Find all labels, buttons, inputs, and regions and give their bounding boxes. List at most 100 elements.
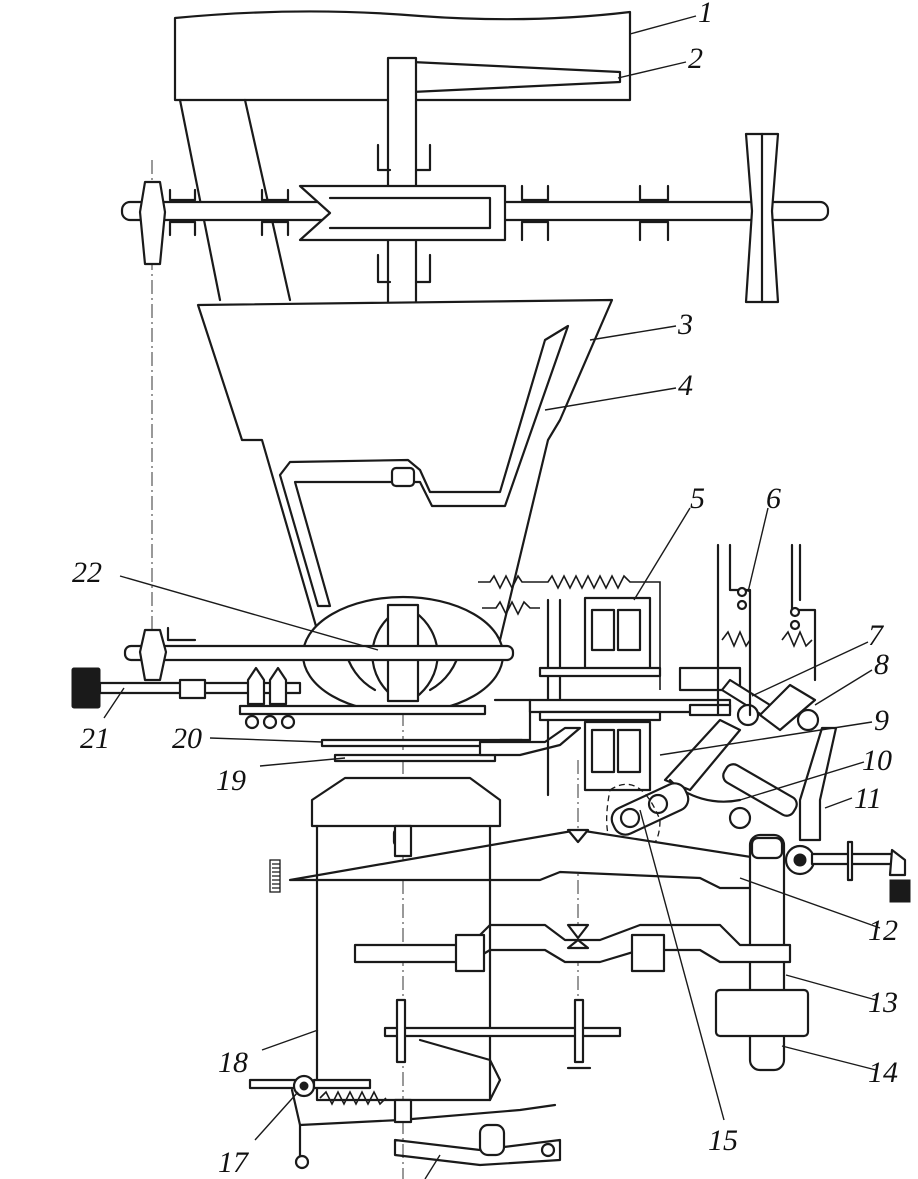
latch-lever-8: [758, 683, 817, 732]
label-21: 21: [80, 722, 110, 755]
knife-edge: [566, 938, 590, 950]
label-2: 2: [688, 42, 703, 75]
bearing-mark: [414, 143, 432, 172]
disc-19: [333, 753, 497, 763]
leader-2: [617, 61, 687, 79]
spring: [482, 600, 540, 616]
valve-pin: [540, 1142, 556, 1158]
clutch-plate: [538, 666, 662, 678]
rod-end: [888, 848, 907, 877]
clutch-plate: [538, 710, 662, 722]
switch-spring: [781, 629, 813, 649]
valve-counter: [478, 1123, 506, 1157]
release-lever: [798, 726, 838, 842]
leader-17: [254, 1091, 299, 1141]
shaft-bearing: [638, 184, 670, 202]
label-1: 1: [698, 0, 713, 29]
switch-spring: [721, 629, 751, 649]
hopper-left-side: [178, 98, 222, 302]
clutch-housing-lower: [583, 720, 652, 792]
bucket-bottom-flap: [418, 1038, 502, 1102]
valve-foot: [294, 1154, 310, 1170]
label-12: 12: [868, 914, 898, 947]
link-pin: [728, 806, 752, 830]
plate-roller: [244, 714, 260, 730]
switch-frame: [790, 543, 817, 682]
shaft-bearing: [168, 188, 197, 202]
crank-pin: [619, 807, 641, 829]
leader-19: [259, 757, 346, 767]
crank-pin: [647, 793, 669, 815]
leader-7: [751, 641, 869, 697]
bucket-hanger: [393, 824, 413, 858]
label-18: 18: [218, 1046, 248, 1079]
shaft-bearing: [520, 184, 550, 202]
rod-tip: [390, 466, 416, 488]
leader-20: [209, 737, 323, 743]
screw-nut: [178, 678, 207, 700]
valve-spring: [319, 1090, 387, 1106]
leader-11: [824, 797, 853, 809]
latch-roller: [736, 703, 760, 727]
label-10: 10: [862, 744, 892, 777]
adjusting-knob: [71, 667, 101, 709]
valve-lever: [290, 1088, 557, 1127]
leader-14: [781, 1045, 877, 1071]
shaft-bearing: [638, 220, 670, 242]
label-17: 17: [218, 1146, 250, 1179]
upper-bevel-gear: [138, 180, 167, 266]
leader-18: [261, 1029, 319, 1051]
leader-9: [659, 721, 873, 756]
shaft-coupling: [298, 184, 507, 242]
leader-12: [739, 877, 881, 929]
label-14: 14: [868, 1056, 898, 1089]
contact: [736, 599, 748, 611]
lower-shaft: [383, 1026, 622, 1038]
shaft-bearing: [168, 220, 197, 237]
coil: [590, 728, 616, 774]
link-10: [722, 763, 798, 817]
coil: [616, 728, 642, 774]
label-9: 9: [874, 704, 889, 737]
valve-flap: [393, 1138, 562, 1167]
beam-roller-hub: [793, 853, 807, 867]
screw-pin: [268, 666, 288, 706]
bearing-mark: [414, 253, 432, 284]
contact: [789, 619, 801, 631]
valve-arm: [312, 1078, 372, 1090]
shaft-bearing: [520, 220, 550, 242]
knife-edge: [566, 828, 590, 844]
sliding-weight: [454, 933, 486, 973]
clutch-spring: [536, 574, 661, 690]
leader-4: [544, 387, 677, 411]
latch-bar: [688, 703, 732, 717]
leader-13: [785, 974, 877, 1001]
label-11: 11: [854, 782, 882, 815]
latch-roller: [796, 708, 820, 732]
plate-roller: [280, 714, 296, 730]
valve-rod: [393, 1098, 413, 1124]
bearing-mark: [376, 253, 392, 284]
label-4: 4: [678, 369, 693, 402]
leader-1: [629, 15, 697, 35]
label-5: 5: [690, 482, 705, 515]
leader-5: [633, 507, 691, 601]
sliding-weight: [630, 933, 666, 973]
leader-10: [739, 761, 865, 801]
contact: [789, 606, 801, 618]
shaft-bearing: [260, 188, 290, 202]
contact: [736, 586, 748, 598]
rod-fin: [846, 840, 854, 882]
label-3: 3: [677, 308, 693, 341]
label-8: 8: [874, 648, 889, 681]
shaft-bearing: [260, 220, 290, 237]
leader-22: [119, 575, 379, 651]
leader-6: [747, 507, 769, 593]
beam-scale-ticks: [272, 863, 280, 889]
valve-plate: [248, 1078, 300, 1090]
agitator-paddle: [278, 324, 570, 608]
bracket: [493, 698, 532, 742]
shaft-bearing: [166, 626, 197, 642]
measuring-plate: [238, 704, 487, 716]
